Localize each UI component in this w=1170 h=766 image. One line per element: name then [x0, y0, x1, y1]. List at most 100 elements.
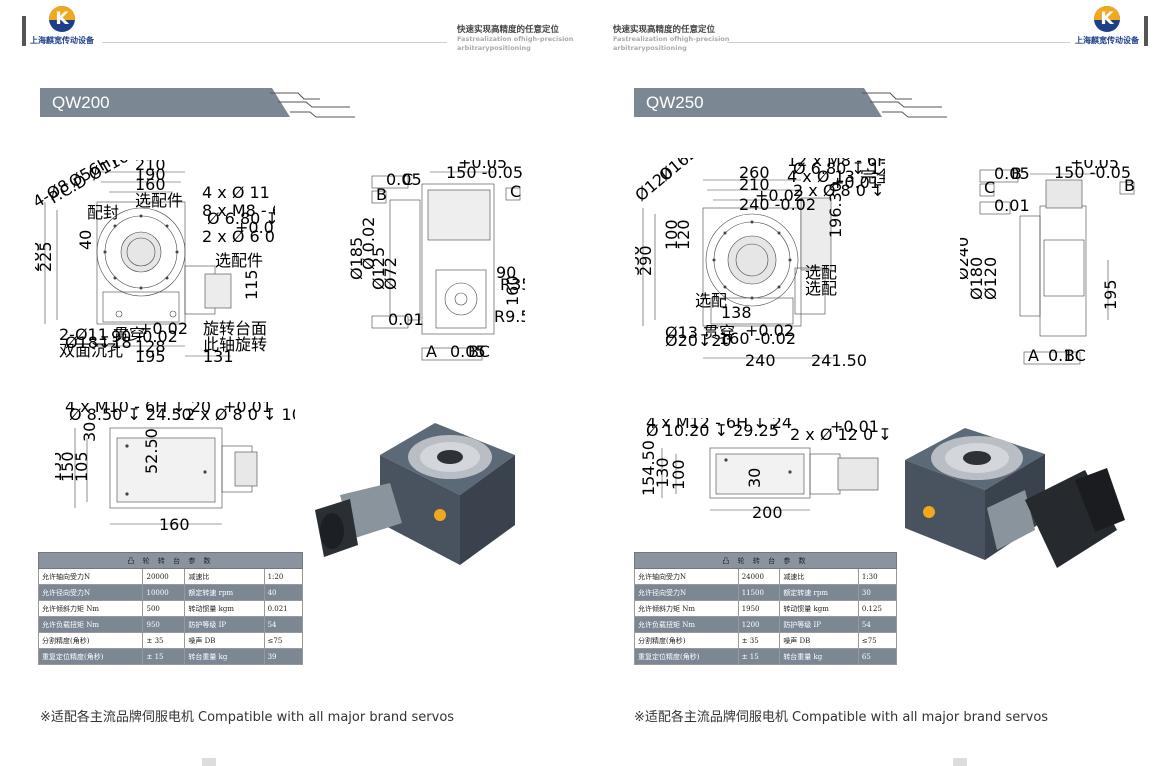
- svg-text:选配件: 选配件: [215, 251, 263, 270]
- svg-text:Ø 6.80 ↧ 17: Ø 6.80 ↧ 17: [793, 159, 885, 178]
- compatibility-note: ※适配各主流品牌伺服电机 Compatible with all major b…: [634, 710, 1049, 725]
- page-marker: [202, 758, 216, 766]
- svg-text:0.01: 0.01: [994, 196, 1030, 215]
- svg-text:选配件: 选配件: [135, 191, 183, 210]
- top-view-drawing: 12 x M8 - 6H ↧ 15 Ø 6.80 ↧ 17 4 x Ø 13 完…: [635, 158, 885, 368]
- svg-text:195: 195: [135, 347, 166, 366]
- svg-text:160: 160: [135, 175, 166, 194]
- svg-text:R35: R35: [500, 275, 525, 294]
- side-view-drawing: +0.05 150 -0.05 0.05 C B C Ø185 Ø 0.02 Ø…: [350, 160, 525, 361]
- svg-text:Ø 8.50 ↧ 24.50: Ø 8.50 ↧ 24.50: [69, 405, 192, 424]
- table-row: 分割精度(角秒)± 35 噪声 DB≤75: [37, 632, 304, 649]
- svg-text:4 x Ø 11 完全贯穿: 4 x Ø 11 完全贯穿: [202, 183, 275, 202]
- svg-text:160: 160: [159, 515, 190, 532]
- svg-text:0.01: 0.01: [388, 310, 424, 329]
- slogan-en-line1: Fastrealization ofhigh-precision: [613, 35, 730, 43]
- svg-text:240: 240: [745, 351, 776, 368]
- svg-text:260: 260: [739, 163, 770, 182]
- svg-text:旋转台面: 旋转台面: [203, 319, 267, 338]
- svg-text:90: 90: [496, 263, 516, 282]
- svg-text:Ø185: Ø185: [350, 237, 366, 280]
- svg-text:C: C: [510, 182, 521, 201]
- svg-text:290: 290: [636, 245, 655, 276]
- svg-text:120: 120: [674, 219, 693, 250]
- svg-text:2-Ø11 贯穿: 2-Ø11 贯穿: [59, 325, 145, 344]
- spec-table-title: 凸 轮 转 台 参 数: [634, 552, 897, 569]
- header-bar: [22, 16, 26, 46]
- svg-text:2 x Ø 6 0 ↧ 15: 2 x Ø 6 0 ↧ 15: [202, 227, 275, 246]
- svg-text:0.05: 0.05: [386, 170, 422, 189]
- svg-text:115: 115: [242, 269, 261, 300]
- right-page: 快速实现高精度的任意定位 Fastrealization ofhigh-prec…: [585, 0, 1170, 766]
- svg-text:+0.02: +0.02: [755, 186, 804, 205]
- svg-text:+0.01: +0.01: [831, 173, 880, 192]
- product-image-qw250: [905, 428, 1125, 568]
- svg-text:196.30: 196.30: [826, 182, 845, 238]
- svg-text:52.50: 52.50: [142, 428, 161, 474]
- svg-text:200: 200: [752, 503, 783, 522]
- model-title: QW250: [646, 93, 704, 112]
- front-view-drawing: 4 x M10 - 6H ↧ 20 Ø 8.50 ↧ 24.50 2 x Ø 8…: [55, 402, 295, 532]
- svg-text:Ø56H7: Ø56H7: [66, 160, 123, 191]
- svg-text:Ø18↧18: Ø18↧18: [65, 333, 132, 352]
- company-logo: K 上海麒宽传动设备: [1075, 6, 1139, 46]
- svg-text:Ø180: Ø180: [967, 257, 986, 300]
- svg-text:100: 100: [669, 459, 688, 490]
- svg-text:160 -0.02: 160 -0.02: [719, 329, 796, 348]
- svg-text:4 x Ø 13 完全贯穿: 4 x Ø 13 完全贯穿: [787, 167, 885, 186]
- svg-text:131: 131: [203, 347, 234, 366]
- header-bar: [1144, 16, 1148, 46]
- svg-text:154.50: 154.50: [640, 440, 658, 496]
- svg-text:330: 330: [635, 245, 643, 276]
- svg-text:150: 150: [58, 451, 77, 482]
- svg-text:30: 30: [745, 468, 764, 488]
- svg-text:105: 105: [72, 451, 91, 482]
- svg-text:A: A: [1028, 346, 1039, 365]
- top-view-drawing: 210 190 160 4 x Ø 11 完全贯穿 8 x M8 - 6H ↧ …: [35, 160, 275, 366]
- header-divider: [727, 42, 1070, 43]
- logo-icon: K: [49, 6, 75, 32]
- svg-text:Ø125: Ø125: [369, 247, 388, 290]
- svg-text:240 -0.02: 240 -0.02: [739, 195, 816, 214]
- model-banner: QW250: [634, 88, 862, 117]
- svg-text:Ø 10.20 ↧ 29.25: Ø 10.20 ↧ 29.25: [646, 421, 779, 440]
- svg-text:双面沉孔: 双面沉孔: [59, 341, 123, 360]
- svg-text:选配: 选配: [695, 291, 727, 310]
- svg-text:BC: BC: [468, 342, 490, 361]
- svg-text:2 x Ø 12 0 ↧ 10: 2 x Ø 12 0 ↧ 10: [790, 425, 890, 444]
- svg-text:+0.01: +0.01: [235, 218, 275, 237]
- svg-text:30: 30: [80, 422, 99, 442]
- svg-text:+0.01: +0.01: [830, 418, 879, 436]
- svg-text:Ø 0.02: Ø 0.02: [359, 217, 378, 270]
- svg-text:90 -0.02: 90 -0.02: [111, 327, 178, 346]
- svg-text:+0.02: +0.02: [745, 321, 794, 340]
- model-banner: QW200: [40, 88, 270, 117]
- company-logo: K 上海麒宽传动设备: [30, 6, 94, 46]
- svg-text:128: 128: [135, 337, 166, 356]
- svg-text:+0.02: +0.02: [139, 319, 188, 338]
- svg-text:Ø72: Ø72: [381, 257, 400, 290]
- slogan-en-line2: arbitrarypositioning: [613, 44, 687, 52]
- svg-text:210: 210: [135, 160, 166, 174]
- slogan-en-line1: Fastrealization ofhigh-precision: [457, 35, 574, 43]
- svg-text:选配: 选配: [805, 263, 837, 282]
- svg-text:0.05: 0.05: [450, 342, 486, 361]
- slogan: 快速实现高精度的任意定位 Fastrealization ofhigh-prec…: [613, 26, 729, 53]
- logo-icon: K: [1094, 6, 1120, 32]
- svg-text:130: 130: [653, 457, 672, 488]
- product-image-qw200: [315, 423, 515, 565]
- company-name: 上海麒宽传动设备: [1075, 36, 1139, 45]
- svg-text:A: A: [426, 342, 437, 361]
- model-title: QW200: [52, 93, 110, 112]
- svg-text:B: B: [1011, 164, 1022, 183]
- svg-text:+0.05: +0.05: [1070, 160, 1119, 172]
- page-marker: [953, 758, 967, 766]
- svg-text:选配: 选配: [805, 279, 837, 298]
- compatibility-note: ※适配各主流品牌伺服电机 Compatible with all major b…: [40, 710, 455, 725]
